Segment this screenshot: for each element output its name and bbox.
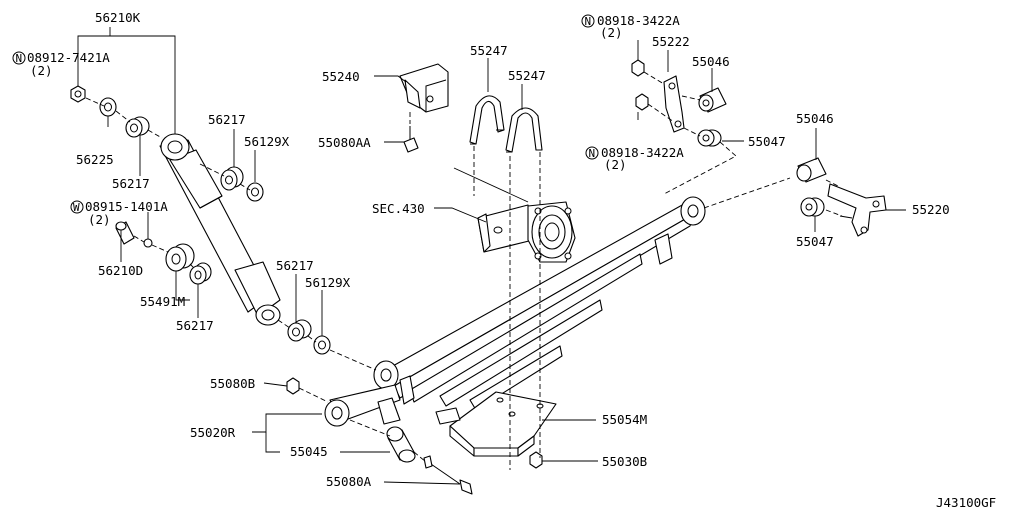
label-56217-c[interactable]: 56217 [176, 318, 214, 333]
label-55080a[interactable]: 55080A [326, 474, 372, 489]
label-55222[interactable]: 55222 [652, 34, 690, 49]
label-08912-qty: (2) [30, 63, 53, 78]
label-08918-a-qty: (2) [600, 25, 623, 40]
bushing-56217-c[interactable] [189, 262, 212, 285]
n-marker-letter: N [16, 52, 23, 65]
w-marker-icon [70, 200, 84, 214]
label-55247-a[interactable]: 55247 [470, 43, 508, 58]
axle-housing[interactable] [477, 201, 576, 263]
label-55030b[interactable]: 55030B [602, 454, 647, 469]
nut-08912[interactable] [70, 85, 86, 103]
bushing-56217-d[interactable] [287, 319, 312, 342]
label-55491m[interactable]: 55491M [140, 294, 185, 309]
label-sec430[interactable]: SEC.430 [372, 201, 425, 216]
label-56217-a[interactable]: 56217 [112, 176, 150, 191]
bolt-56210d[interactable] [115, 221, 135, 245]
label-55046-a[interactable]: 55046 [692, 54, 730, 69]
label-55020r[interactable]: 55020R [190, 425, 236, 440]
label-56210k[interactable]: 56210K [95, 10, 141, 25]
u-bolt-55247-b[interactable] [505, 107, 543, 153]
nut-08918-a[interactable] [631, 59, 645, 77]
washer-56129x-b[interactable] [313, 335, 331, 355]
label-55054m[interactable]: 55054M [602, 412, 647, 427]
bushing-56217-b[interactable] [220, 166, 244, 191]
n-marker-letter: N [585, 15, 592, 28]
label-56217-d[interactable]: 56217 [276, 258, 314, 273]
label-56225[interactable]: 56225 [76, 152, 114, 167]
label-56129x-a[interactable]: 56129X [244, 134, 290, 149]
n-marker-icon [585, 146, 599, 160]
label-08915-1401a[interactable]: 08915-1401A [85, 199, 168, 214]
label-55247-b[interactable]: 55247 [508, 68, 546, 83]
n-marker-letter: N [589, 147, 596, 160]
spring-seat-55054m[interactable] [435, 391, 557, 457]
nut-55030b[interactable] [529, 451, 543, 469]
label-55080b[interactable]: 55080B [210, 376, 255, 391]
label-56129x-b[interactable]: 56129X [305, 275, 351, 290]
label-55080aa[interactable]: 55080AA [318, 135, 371, 150]
shackle-55222[interactable] [663, 75, 685, 133]
nut-08918-b[interactable] [635, 93, 649, 111]
bushing-55045[interactable] [386, 426, 416, 463]
label-56217-b[interactable]: 56217 [208, 112, 246, 127]
bushing-55046-b[interactable] [796, 157, 827, 183]
washer-08915[interactable] [143, 238, 153, 248]
washer-56129x-a[interactable] [246, 182, 264, 202]
bushing-56217-a[interactable] [125, 116, 150, 138]
bushing-55491m[interactable] [165, 243, 195, 272]
w-marker-letter: W [73, 201, 80, 214]
nut-55080b[interactable] [286, 377, 300, 395]
callout-labels: 56210K N 08912-7421A (2) 56225 56217 562… [12, 10, 996, 510]
n-marker-icon [581, 14, 595, 28]
label-55045[interactable]: 55045 [290, 444, 328, 459]
bushing-55046-a[interactable] [698, 87, 727, 113]
label-08918-b-qty: (2) [604, 157, 627, 172]
label-08918-3422a-b[interactable]: 08918-3422A [601, 145, 684, 160]
assembly-lines [85, 71, 843, 470]
washer-56225[interactable] [99, 97, 117, 117]
shock-absorber[interactable] [159, 133, 281, 326]
label-56210d[interactable]: 56210D [98, 263, 143, 278]
bracket-55240[interactable] [399, 63, 449, 113]
label-55240[interactable]: 55240 [322, 69, 360, 84]
label-08918-3422a-a[interactable]: 08918-3422A [597, 13, 680, 28]
bolt-55080a[interactable] [423, 455, 473, 495]
label-55046-b[interactable]: 55046 [796, 111, 834, 126]
label-55220[interactable]: 55220 [912, 202, 950, 217]
bolt-55080aa[interactable] [403, 126, 419, 153]
bushing-55047-a[interactable] [697, 129, 722, 147]
diagram-id: J43100GF [936, 495, 996, 510]
shackle-55220[interactable] [827, 183, 887, 237]
n-marker-icon [12, 51, 26, 65]
leaf-spring[interactable] [324, 196, 706, 427]
leader-lines [77, 27, 906, 485]
u-bolt-55247-a[interactable] [469, 95, 505, 145]
bushing-55047-b[interactable] [800, 197, 853, 219]
label-55047-a[interactable]: 55047 [748, 134, 786, 149]
label-55047-b[interactable]: 55047 [796, 234, 834, 249]
label-08912-7421a[interactable]: 08912-7421A [27, 50, 110, 65]
label-08915-qty: (2) [88, 212, 111, 227]
